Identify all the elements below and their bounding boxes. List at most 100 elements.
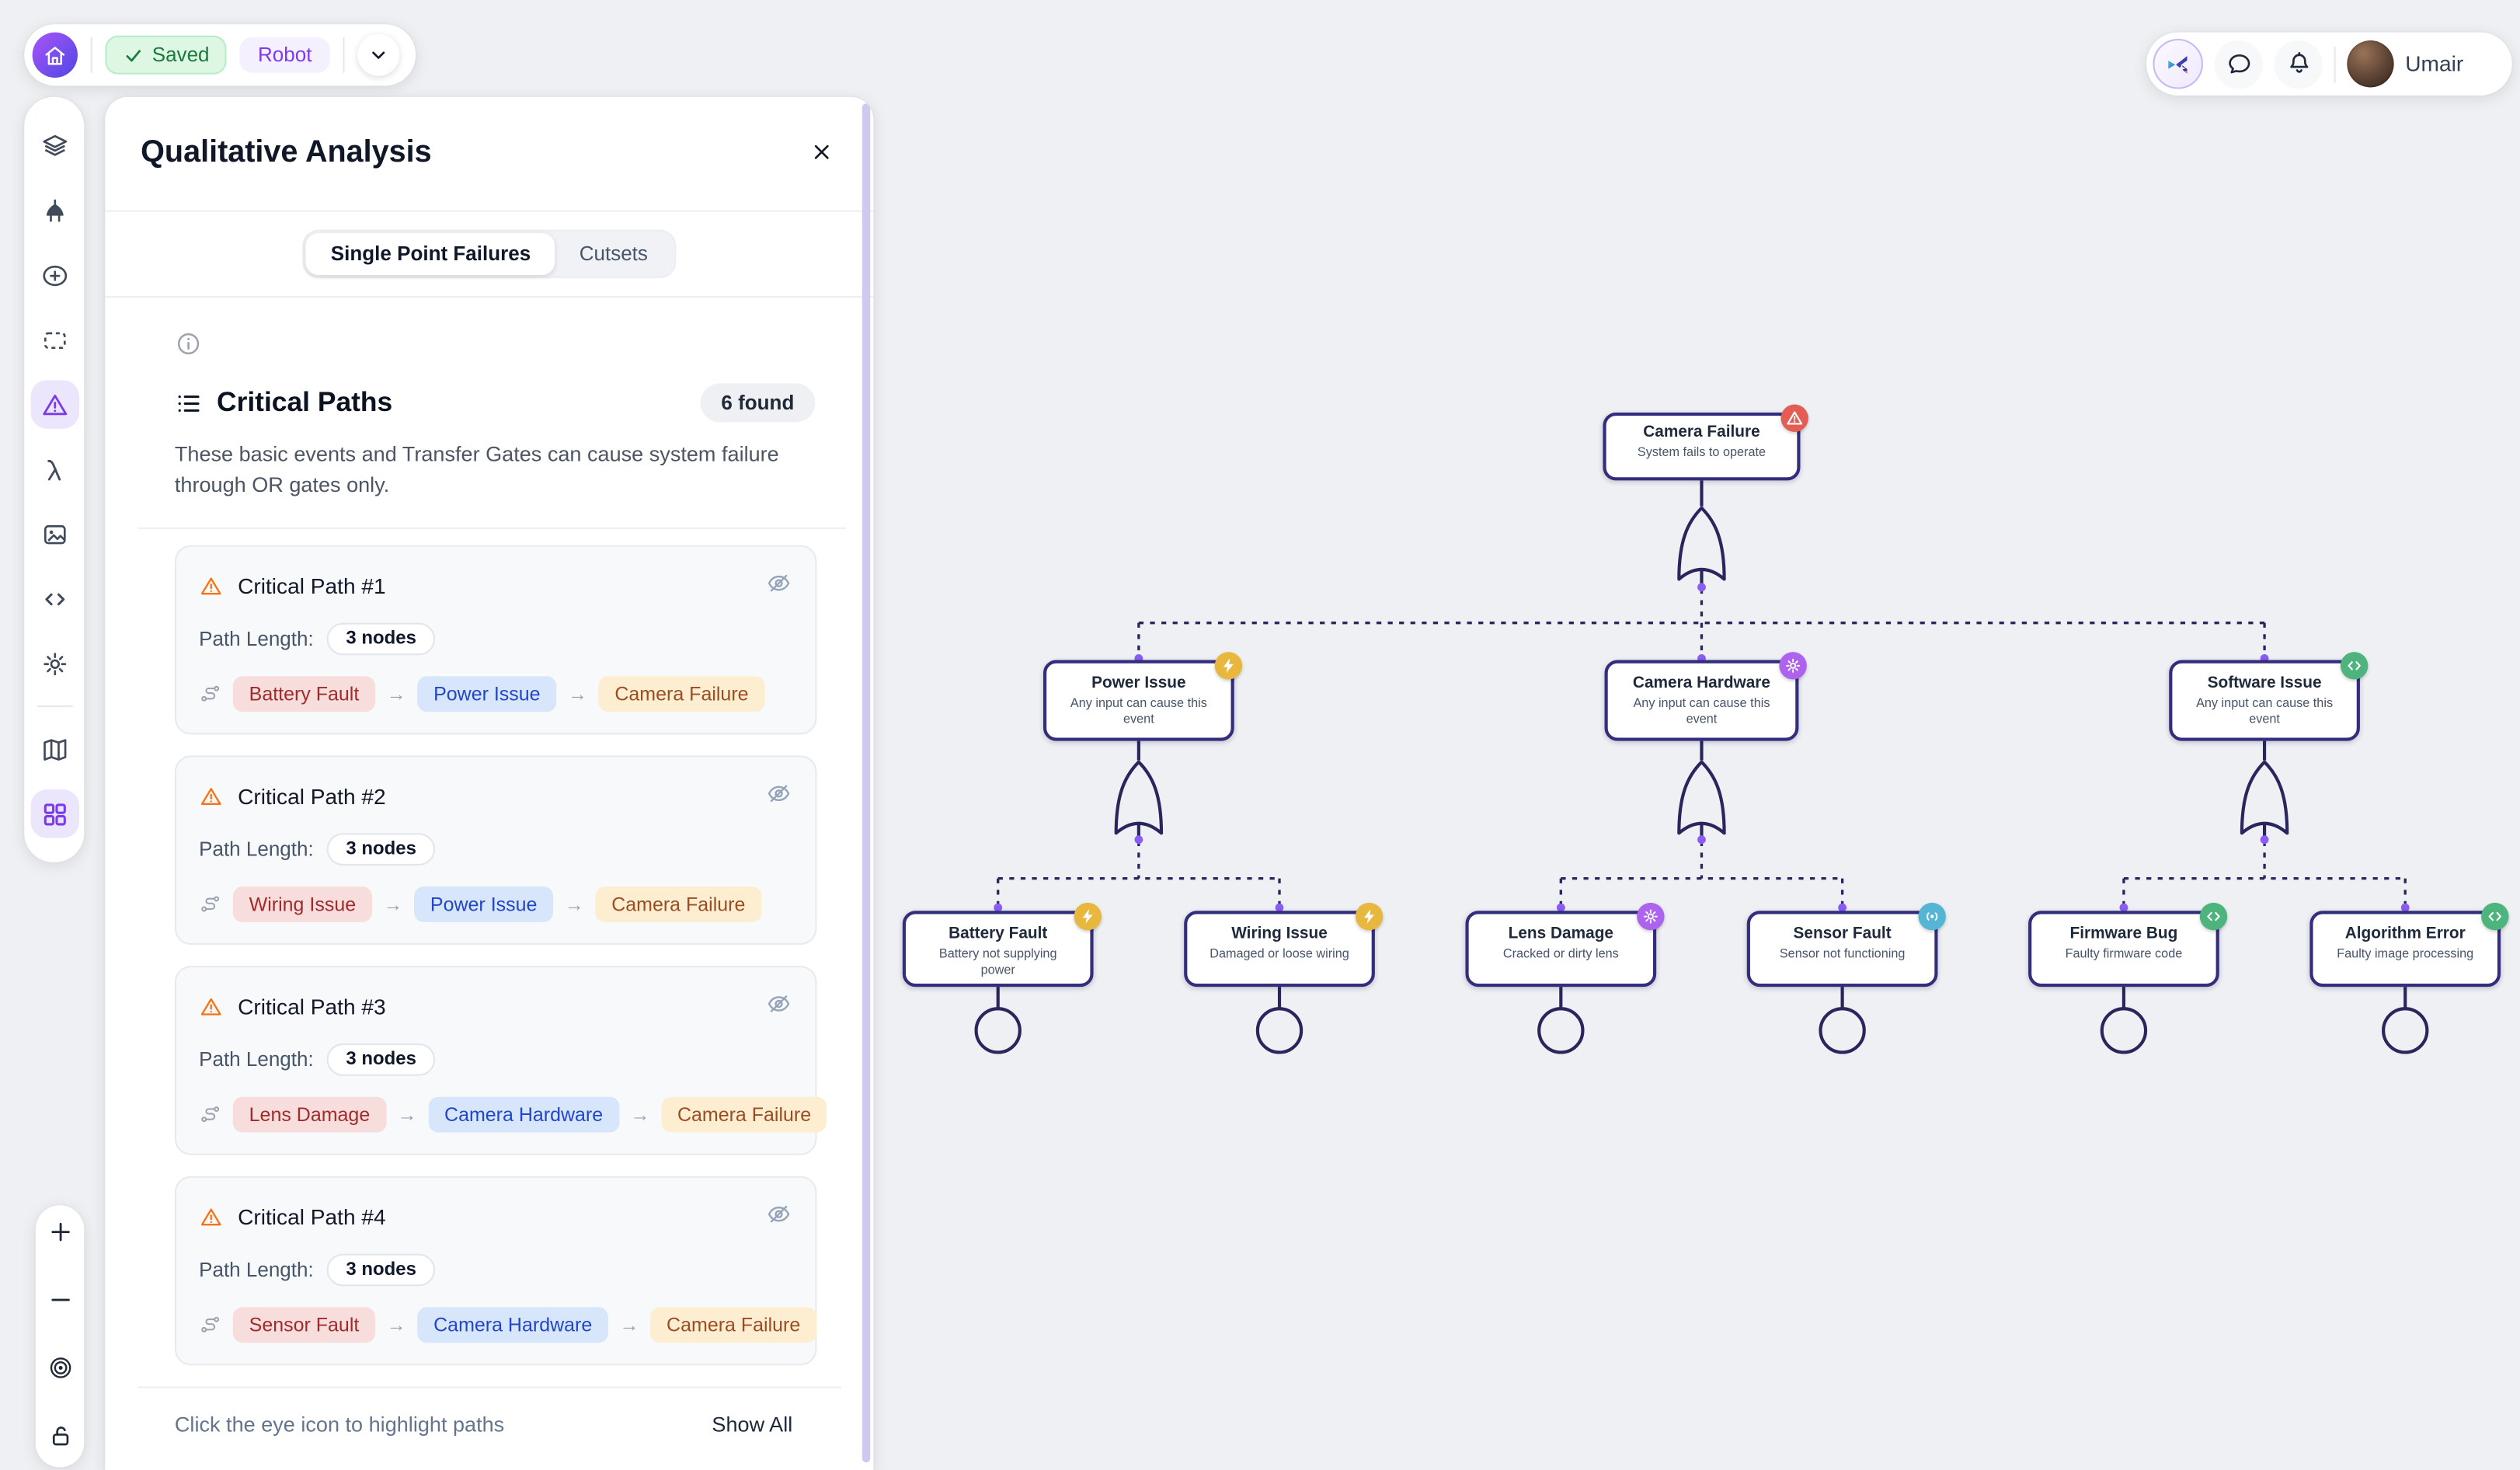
chat-button[interactable] (2214, 40, 2263, 89)
tree-node-firmware-bug[interactable]: Firmware Bug Faulty firmware code (2028, 902, 2228, 988)
path-length-value: 3 nodes (326, 1043, 436, 1076)
sidebar-item-layers[interactable] (30, 121, 78, 169)
highlight-path-button[interactable] (765, 780, 792, 813)
lock-toggle-button[interactable] (46, 1422, 73, 1454)
highlight-path-button[interactable] (765, 990, 792, 1022)
avatar[interactable] (2347, 40, 2394, 88)
sidebar-item-map[interactable] (30, 725, 78, 773)
warning-icon (199, 573, 223, 597)
add-circle-icon (40, 260, 68, 291)
tab-single-point-failures[interactable]: Single Point Failures (306, 232, 555, 275)
tree-node-power-issue[interactable]: Power Issue Any input can cause this eve… (1043, 652, 1243, 741)
node-subtitle: Any input can cause this event (1070, 695, 1207, 726)
critical-path-card-4: Critical Path #4 Path Length: 3 nodes Se… (174, 1176, 817, 1366)
tree-node-camera-hardware[interactable]: Camera Hardware Any input can cause this… (1604, 652, 1807, 741)
highlight-path-button[interactable] (765, 570, 792, 602)
path-chip-basic-event[interactable]: Sensor Fault (232, 1307, 376, 1343)
path-length-label: Path Length: (199, 838, 314, 861)
save-status-label: Saved (151, 44, 210, 67)
found-count-badge: 6 found (700, 383, 816, 423)
warning-icon (199, 1204, 223, 1228)
sidebar-item-select-area[interactable] (30, 315, 78, 364)
tab-cutsets[interactable]: Cutsets (555, 233, 672, 275)
sidebar-item-analysis[interactable] (30, 380, 78, 429)
node-subtitle: Battery not supplying power (938, 946, 1057, 977)
eye-off-icon (765, 570, 792, 597)
route-icon (199, 683, 221, 705)
sidebar-item-components[interactable] (30, 789, 78, 838)
path-length-label: Path Length: (199, 627, 314, 651)
panel-footer: Click the eye icon to highlight paths Sh… (105, 1388, 873, 1439)
arrow-right: → (386, 682, 406, 705)
chevron-down-icon (367, 44, 389, 66)
ai-logo-icon (2164, 46, 2191, 82)
tree-node-algorithm-error[interactable]: Algorithm Error Faulty image processing (2309, 902, 2509, 988)
sidebar-item-image-export[interactable] (30, 510, 78, 558)
panel-scrollbar[interactable] (861, 103, 871, 1463)
panel-header: Qualitative Analysis (105, 97, 873, 211)
save-status-badge: Saved (105, 35, 228, 75)
path-chip-top-event[interactable]: Camera Failure (595, 887, 762, 922)
tree-node-battery-fault[interactable]: Battery Fault Battery not supplying powe… (902, 902, 1102, 988)
section-description: These basic events and Transfer Gates ca… (174, 441, 779, 497)
notifications-button[interactable] (2274, 40, 2323, 89)
tabs-row: Single Point Failures Cutsets (105, 212, 873, 296)
user-name[interactable]: Umair (2405, 51, 2464, 76)
route-icon (199, 1103, 221, 1126)
bolt-badge-icon (1214, 652, 1243, 680)
tree-node-sensor-fault[interactable]: Sensor Fault Sensor not functioning (1746, 902, 1946, 988)
sidebar-item-code[interactable] (30, 574, 78, 622)
sidebar-item-gate[interactable] (30, 186, 78, 234)
image-icon (40, 518, 68, 549)
gear-badge-icon (1779, 652, 1807, 680)
path-chip-gate[interactable]: Power Issue (417, 676, 557, 712)
tree-node-lens-damage[interactable]: Lens Damage Cracked or dirty lens (1465, 902, 1665, 988)
code-badge-icon (2199, 902, 2228, 931)
panel-divider (105, 210, 874, 212)
warning-badge-icon (1780, 404, 1808, 432)
panel-content: Critical Paths 6 found These basic event… (105, 298, 873, 1366)
lambda-icon (40, 454, 68, 485)
node-subtitle: Any input can cause this event (2196, 695, 2334, 726)
check-icon (123, 44, 144, 65)
path-chip-basic-event[interactable]: Wiring Issue (232, 887, 372, 922)
node-title: Power Issue (1091, 674, 1186, 693)
path-chip-gate[interactable]: Camera Hardware (428, 1096, 619, 1133)
path-chip-top-event[interactable]: Camera Failure (650, 1307, 817, 1343)
path-chip-basic-event[interactable]: Lens Damage (232, 1096, 387, 1133)
tree-node-wiring-issue[interactable]: Wiring Issue Damaged or loose wiring (1184, 902, 1384, 988)
path-chip-top-event[interactable]: Camera Failure (661, 1096, 827, 1133)
toolbar-expand-button[interactable] (357, 33, 399, 76)
sidebar-item-settings[interactable] (30, 639, 78, 687)
highlight-path-button[interactable] (765, 1200, 792, 1233)
zoom-in-button[interactable] (46, 1218, 73, 1251)
path-chip-gate[interactable]: Power Issue (414, 887, 554, 922)
plus-icon (46, 1218, 73, 1245)
sidebar-item-add-node[interactable] (30, 251, 78, 299)
info-icon[interactable] (175, 330, 202, 357)
tree-node-software-issue[interactable]: Software Issue Any input can cause this … (2169, 652, 2369, 741)
show-all-button[interactable]: Show All (702, 1411, 802, 1438)
path-chip-gate[interactable]: Camera Hardware (417, 1307, 609, 1343)
tree-node-camera-failure[interactable]: Camera Failure System fails to operate (1603, 404, 1808, 481)
critical-path-card-1: Critical Path #1 Path Length: 3 nodes Ba… (174, 545, 817, 735)
node-subtitle: Faulty image processing (2337, 946, 2474, 961)
node-subtitle: Cracked or dirty lens (1502, 946, 1619, 961)
node-title: Algorithm Error (2344, 925, 2466, 943)
arrow-right: → (564, 893, 584, 916)
code-icon (40, 583, 68, 615)
bolt-badge-icon (1074, 902, 1102, 931)
close-panel-button[interactable] (806, 135, 838, 172)
fit-view-button[interactable] (46, 1354, 73, 1387)
zoom-out-button[interactable] (46, 1286, 73, 1318)
arrow-right: → (630, 1103, 650, 1127)
home-button[interactable] (32, 32, 78, 78)
sidebar-item-lambda[interactable] (30, 445, 78, 493)
ai-assistant-button[interactable] (2153, 38, 2203, 89)
top-toolbar: Saved Robot (24, 24, 416, 86)
path-chip-basic-event[interactable]: Battery Fault (232, 676, 376, 712)
path-chip-top-event[interactable]: Camera Failure (598, 676, 765, 712)
node-subtitle: Any input can cause this event (1633, 695, 1770, 726)
project-badge[interactable]: Robot (240, 37, 330, 73)
close-icon (809, 138, 834, 164)
